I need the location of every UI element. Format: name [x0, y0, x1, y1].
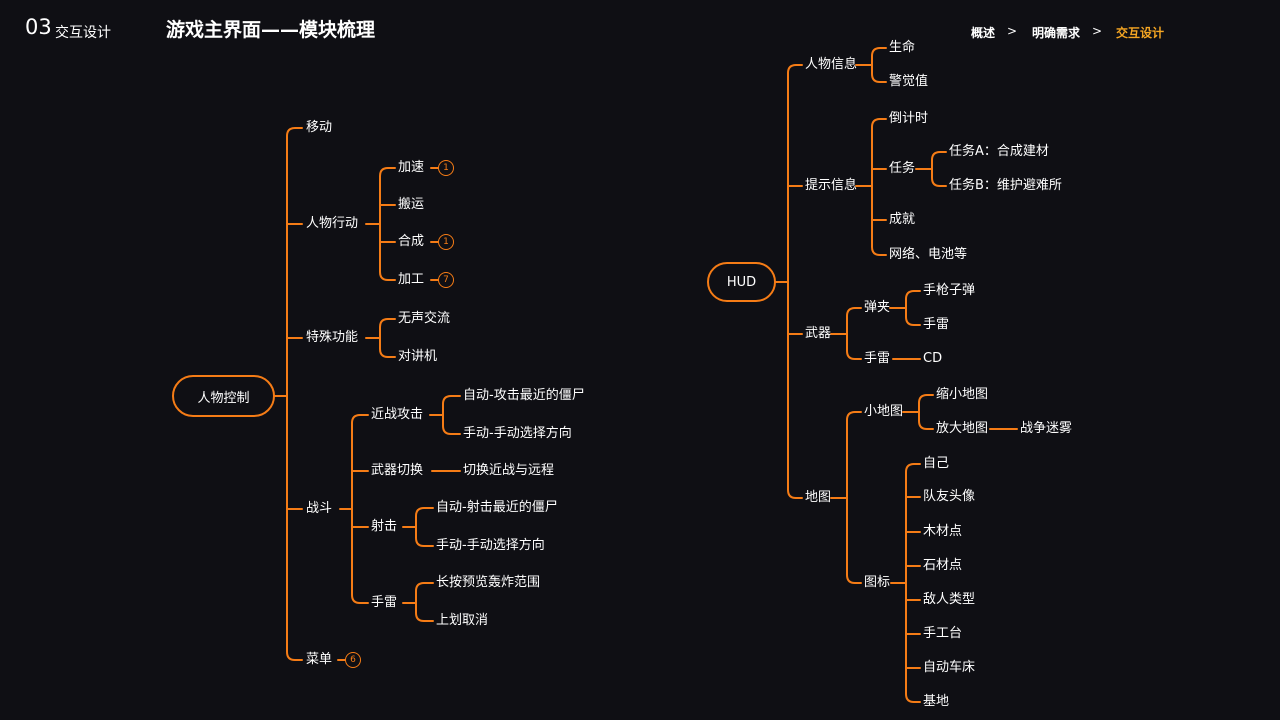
- node-task[interactable]: 任务: [889, 161, 916, 176]
- node-clip-grenade[interactable]: 手雷: [923, 317, 950, 332]
- node-melee-attack[interactable]: 近战攻击: [371, 407, 424, 422]
- node-icon-teammate[interactable]: 队友头像: [923, 489, 976, 504]
- node-silent-communication[interactable]: 无声交流: [398, 311, 451, 326]
- node-task-b[interactable]: 任务B：维护避难所: [949, 178, 1062, 193]
- count-badge: 1: [438, 160, 454, 176]
- node-special-function[interactable]: 特殊功能: [306, 330, 359, 345]
- breadcrumb-separator: >: [1092, 24, 1103, 38]
- node-icons[interactable]: 图标: [864, 575, 891, 590]
- node-countdown[interactable]: 倒计时: [889, 111, 929, 126]
- breadcrumb-overview[interactable]: 概述: [971, 26, 996, 40]
- node-combat[interactable]: 战斗: [306, 501, 333, 516]
- node-icon-wood[interactable]: 木材点: [923, 524, 963, 539]
- root-node-character-control[interactable]: 人物控制: [172, 375, 275, 417]
- node-minimap[interactable]: 小地图: [864, 404, 904, 419]
- node-weapon-grenade[interactable]: 手雷: [864, 351, 891, 366]
- count-badge: 6: [345, 652, 361, 668]
- node-expand-map[interactable]: 放大地图: [936, 421, 989, 436]
- node-weapon[interactable]: 武器: [805, 326, 832, 341]
- node-clip[interactable]: 弹夹: [864, 300, 891, 315]
- node-grenade[interactable]: 手雷: [371, 595, 398, 610]
- node-life[interactable]: 生命: [889, 40, 916, 55]
- node-icon-base[interactable]: 基地: [923, 694, 950, 709]
- node-achievement[interactable]: 成就: [889, 212, 916, 227]
- node-shoot-auto[interactable]: 自动-射击最近的僵尸: [436, 500, 558, 515]
- node-weapon-switch[interactable]: 武器切换: [371, 463, 424, 478]
- node-melee-manual[interactable]: 手动-手动选择方向: [463, 426, 572, 441]
- node-shrink-map[interactable]: 缩小地图: [936, 387, 989, 402]
- node-craft[interactable]: 合成: [398, 234, 425, 249]
- node-grenade-cd[interactable]: CD: [923, 351, 943, 366]
- node-walkie-talkie[interactable]: 对讲机: [398, 349, 438, 364]
- section-number: 03: [25, 15, 52, 39]
- node-shoot[interactable]: 射击: [371, 519, 398, 534]
- node-map[interactable]: 地图: [805, 490, 832, 505]
- node-task-a[interactable]: 任务A：合成建材: [949, 144, 1049, 159]
- node-network-battery[interactable]: 网络、电池等: [889, 247, 968, 262]
- node-icon-auto-lathe[interactable]: 自动车床: [923, 660, 976, 675]
- node-pistol-bullets[interactable]: 手枪子弹: [923, 283, 976, 298]
- node-icon-stone[interactable]: 石材点: [923, 558, 963, 573]
- breadcrumb-separator: >: [1007, 24, 1018, 38]
- count-badge: 1: [438, 234, 454, 250]
- node-grenade-swipe-cancel[interactable]: 上划取消: [436, 613, 489, 628]
- node-icon-self[interactable]: 自己: [923, 456, 950, 471]
- node-melee-auto[interactable]: 自动-攻击最近的僵尸: [463, 388, 585, 403]
- section-name: 交互设计: [55, 25, 111, 41]
- node-fog-of-war[interactable]: 战争迷雾: [1020, 421, 1073, 436]
- node-process[interactable]: 加工: [398, 272, 425, 287]
- node-move[interactable]: 移动: [306, 120, 333, 135]
- node-alert-value[interactable]: 警觉值: [889, 74, 929, 89]
- page-title: 游戏主界面——模块梳理: [166, 19, 376, 41]
- node-speed-up[interactable]: 加速: [398, 160, 425, 175]
- node-menu[interactable]: 菜单: [306, 652, 333, 667]
- node-character-info[interactable]: 人物信息: [805, 57, 858, 72]
- count-badge: 7: [438, 272, 454, 288]
- node-carry[interactable]: 搬运: [398, 197, 425, 212]
- node-character-action[interactable]: 人物行动: [306, 216, 359, 231]
- node-hint-info[interactable]: 提示信息: [805, 178, 858, 193]
- breadcrumb-interaction-design[interactable]: 交互设计: [1116, 26, 1165, 40]
- root-node-hud[interactable]: HUD: [707, 262, 776, 302]
- node-icon-enemy-type[interactable]: 敌人类型: [923, 592, 976, 607]
- node-switch-melee-ranged[interactable]: 切换近战与远程: [463, 463, 555, 478]
- node-grenade-hold-preview[interactable]: 长按预览轰炸范围: [436, 575, 541, 590]
- header: 03 交互设计 游戏主界面——模块梳理 概述 > 明确需求 > 交互设计: [0, 0, 1280, 60]
- breadcrumb-requirements[interactable]: 明确需求: [1032, 26, 1081, 40]
- node-icon-workbench[interactable]: 手工台: [923, 626, 963, 641]
- node-shoot-manual[interactable]: 手动-手动选择方向: [436, 538, 545, 553]
